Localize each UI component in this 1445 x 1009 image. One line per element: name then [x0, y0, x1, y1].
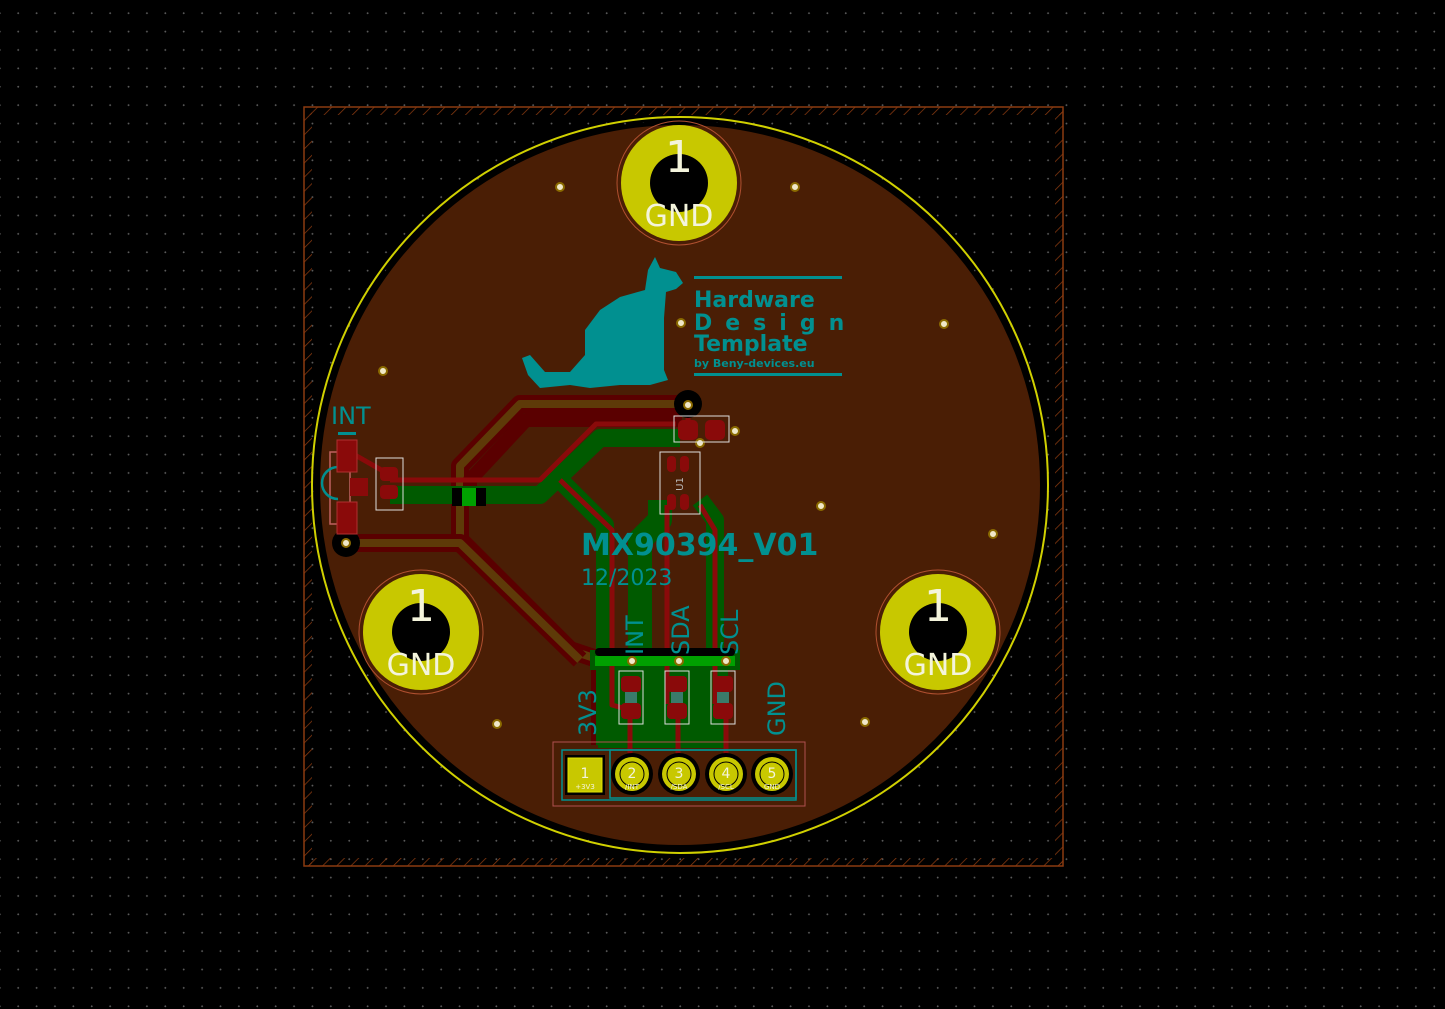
svg-text:3: 3	[675, 766, 684, 782]
capacitor-c-left[interactable]	[375, 457, 404, 511]
capacitor-c-top[interactable]	[673, 415, 730, 443]
board-name: MX90394_V01	[581, 528, 818, 563]
resistor-r3[interactable]	[618, 670, 644, 725]
mounting-hole-top[interactable]: 1 GND	[616, 120, 742, 246]
label-gnd: GND	[763, 681, 791, 736]
board-date: 12/2023	[581, 566, 672, 591]
vias[interactable]	[341, 182, 998, 729]
svg-text:4: 4	[722, 766, 731, 782]
int-jumper[interactable]: INT	[320, 402, 371, 535]
zone-boundary	[303, 106, 1064, 867]
mounting-hole-bottom-right[interactable]: 1 GND	[875, 569, 1001, 695]
svg-text:5: 5	[768, 766, 777, 782]
gnd-bus	[595, 656, 735, 666]
board-edge-outer	[311, 116, 1049, 854]
connector-pin-3[interactable]: 3 /SDA	[658, 753, 700, 795]
resistor-r1[interactable]	[710, 670, 736, 725]
label-3v3: 3V3	[574, 689, 602, 736]
svg-text:1: 1	[665, 132, 693, 183]
svg-text:1: 1	[407, 581, 435, 632]
copper-fill-zone	[316, 121, 1044, 849]
label-scl: SCL	[716, 609, 744, 655]
logo-line4: by Beny-devices.eu	[694, 357, 815, 370]
connector-pin-2[interactable]: 2 /INT	[611, 753, 653, 795]
svg-text:U1: U1	[675, 477, 686, 491]
logo-line2: Design	[694, 311, 857, 336]
svg-text:1: 1	[924, 581, 952, 632]
logo-block: Hardware Design Template by Beny-devices…	[694, 276, 857, 376]
svg-text:/SCL: /SCL	[718, 783, 734, 791]
resistor-r2[interactable]	[664, 670, 690, 725]
svg-text:2: 2	[628, 766, 637, 782]
svg-text:/INT: /INT	[625, 783, 640, 791]
label-int: INT	[621, 615, 649, 655]
logo-line1: Hardware	[694, 288, 815, 313]
svg-text:+3V3: +3V3	[575, 783, 595, 791]
svg-text:1: 1	[581, 766, 590, 782]
via-bridge	[462, 488, 476, 506]
connector-pin-1[interactable]: 1 +3V3	[565, 755, 605, 795]
svg-text:GND: GND	[904, 648, 973, 683]
svg-text:GND: GND	[764, 783, 780, 791]
connector-pin-5[interactable]: 5 GND	[751, 753, 793, 795]
connector-pin-4[interactable]: 4 /SCL	[705, 753, 747, 795]
svg-text:GND: GND	[645, 199, 714, 234]
mounting-hole-bottom-left[interactable]: 1 GND	[358, 569, 484, 695]
svg-text:INT: INT	[331, 402, 371, 430]
svg-text:GND: GND	[387, 648, 456, 683]
logo-line3: Template	[694, 332, 808, 357]
label-sda: SDA	[667, 605, 695, 655]
connector-j1[interactable]: 1 +3V3 2 /INT 3 /SDA 4 /SCL 5 GND	[552, 741, 806, 807]
svg-text:/SDA: /SDA	[671, 783, 688, 791]
ic-u1[interactable]: U1	[659, 451, 701, 515]
cat-silhouette-icon	[522, 257, 683, 388]
